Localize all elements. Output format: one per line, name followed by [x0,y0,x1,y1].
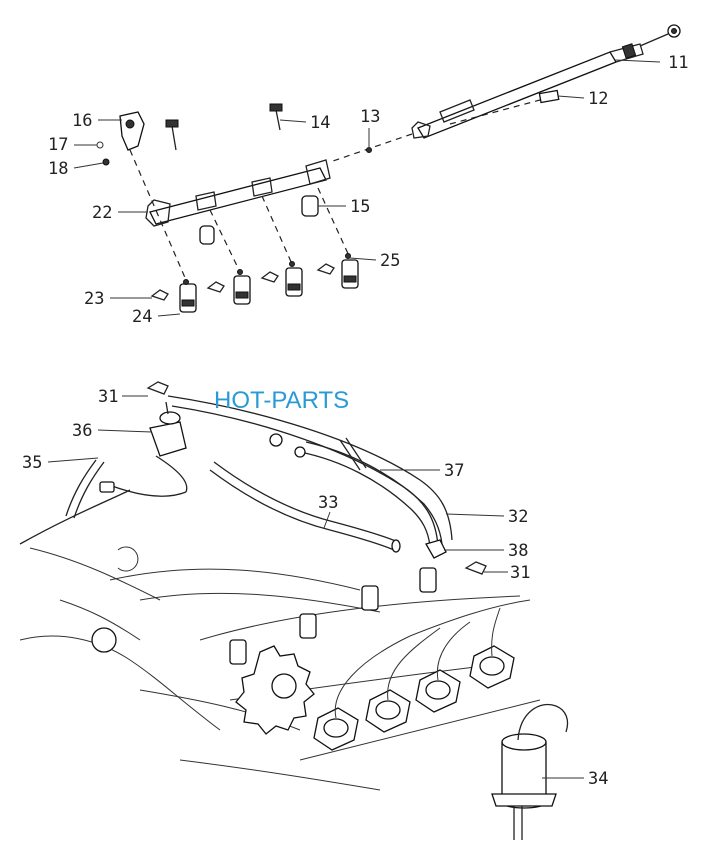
callout-12: 12 [588,89,608,109]
callout-11: 11 [668,53,688,73]
injector-group [179,259,359,313]
callout-15: 15 [350,197,370,217]
callout-17: 17 [48,135,68,155]
callout-32: 32 [508,507,528,527]
callout-35: 35 [22,453,42,473]
watermark-text: HOT-PARTS [214,387,349,414]
callout-22: 22 [92,203,112,223]
leader-lines [47,59,661,779]
callout-31-top: 31 [98,387,118,407]
callout-34: 34 [588,769,608,789]
callout-18: 18 [48,159,68,179]
callout-36: 36 [72,421,92,441]
spark-plug-caps [313,645,515,751]
engine-hose-assembly [19,381,569,840]
part-number-callouts: 11 12 13 14 15 16 17 18 22 23 24 25 31 3… [22,53,688,789]
callout-25: 25 [380,251,400,271]
callout-37: 37 [444,461,464,481]
callout-14: 14 [310,113,330,133]
callout-33: 33 [318,493,338,513]
callout-38: 38 [508,541,528,561]
callout-24: 24 [132,307,152,327]
callout-13: 13 [360,107,380,127]
callout-16: 16 [72,111,92,131]
fuel-pump [491,703,569,840]
callout-31-right: 31 [510,563,530,583]
callout-23: 23 [84,289,104,309]
fuel-rail-assembly [96,24,681,313]
